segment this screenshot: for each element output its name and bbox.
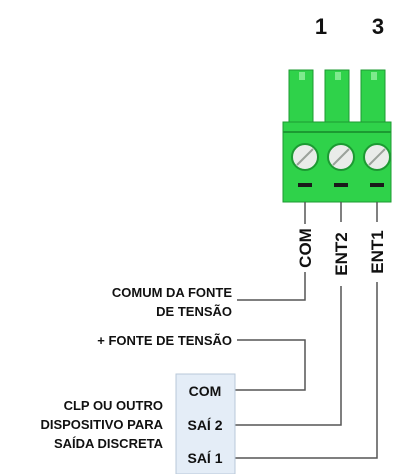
device-label-line3: SAÍDA DISCRETA bbox=[54, 436, 164, 451]
screw-icon bbox=[363, 143, 391, 171]
plug-slot-1 bbox=[299, 72, 305, 80]
device-pin-sai2: SAÍ 2 bbox=[187, 417, 222, 433]
wires bbox=[235, 202, 378, 459]
screw-icon bbox=[291, 143, 319, 171]
device-pin-com: COM bbox=[189, 383, 222, 399]
terminal-block-connector bbox=[282, 69, 392, 203]
plug-slot-2 bbox=[335, 72, 341, 80]
terminal-label-ent2: ENT2 bbox=[332, 232, 351, 275]
device-pin-sai1: SAÍ 1 bbox=[187, 450, 222, 466]
common-supply-label-line1: COMUM DA FONTE bbox=[112, 285, 232, 300]
terminal-label-ent1: ENT1 bbox=[368, 230, 387, 273]
common-supply-label-line2: DE TENSÃO bbox=[156, 304, 232, 319]
device-box bbox=[175, 373, 236, 474]
device-label-line2: DISPOSITIVO PARA bbox=[40, 417, 163, 432]
screw-icon bbox=[327, 143, 355, 171]
pin-number-1: 1 bbox=[315, 14, 327, 39]
plug-slot-3 bbox=[371, 72, 377, 80]
pin-number-3: 3 bbox=[372, 14, 384, 39]
plus-supply-label: + FONTE DE TENSÃO bbox=[97, 333, 232, 348]
device-label-line1: CLP OU OUTRO bbox=[64, 398, 163, 413]
terminal-label-com: COM bbox=[296, 228, 315, 268]
